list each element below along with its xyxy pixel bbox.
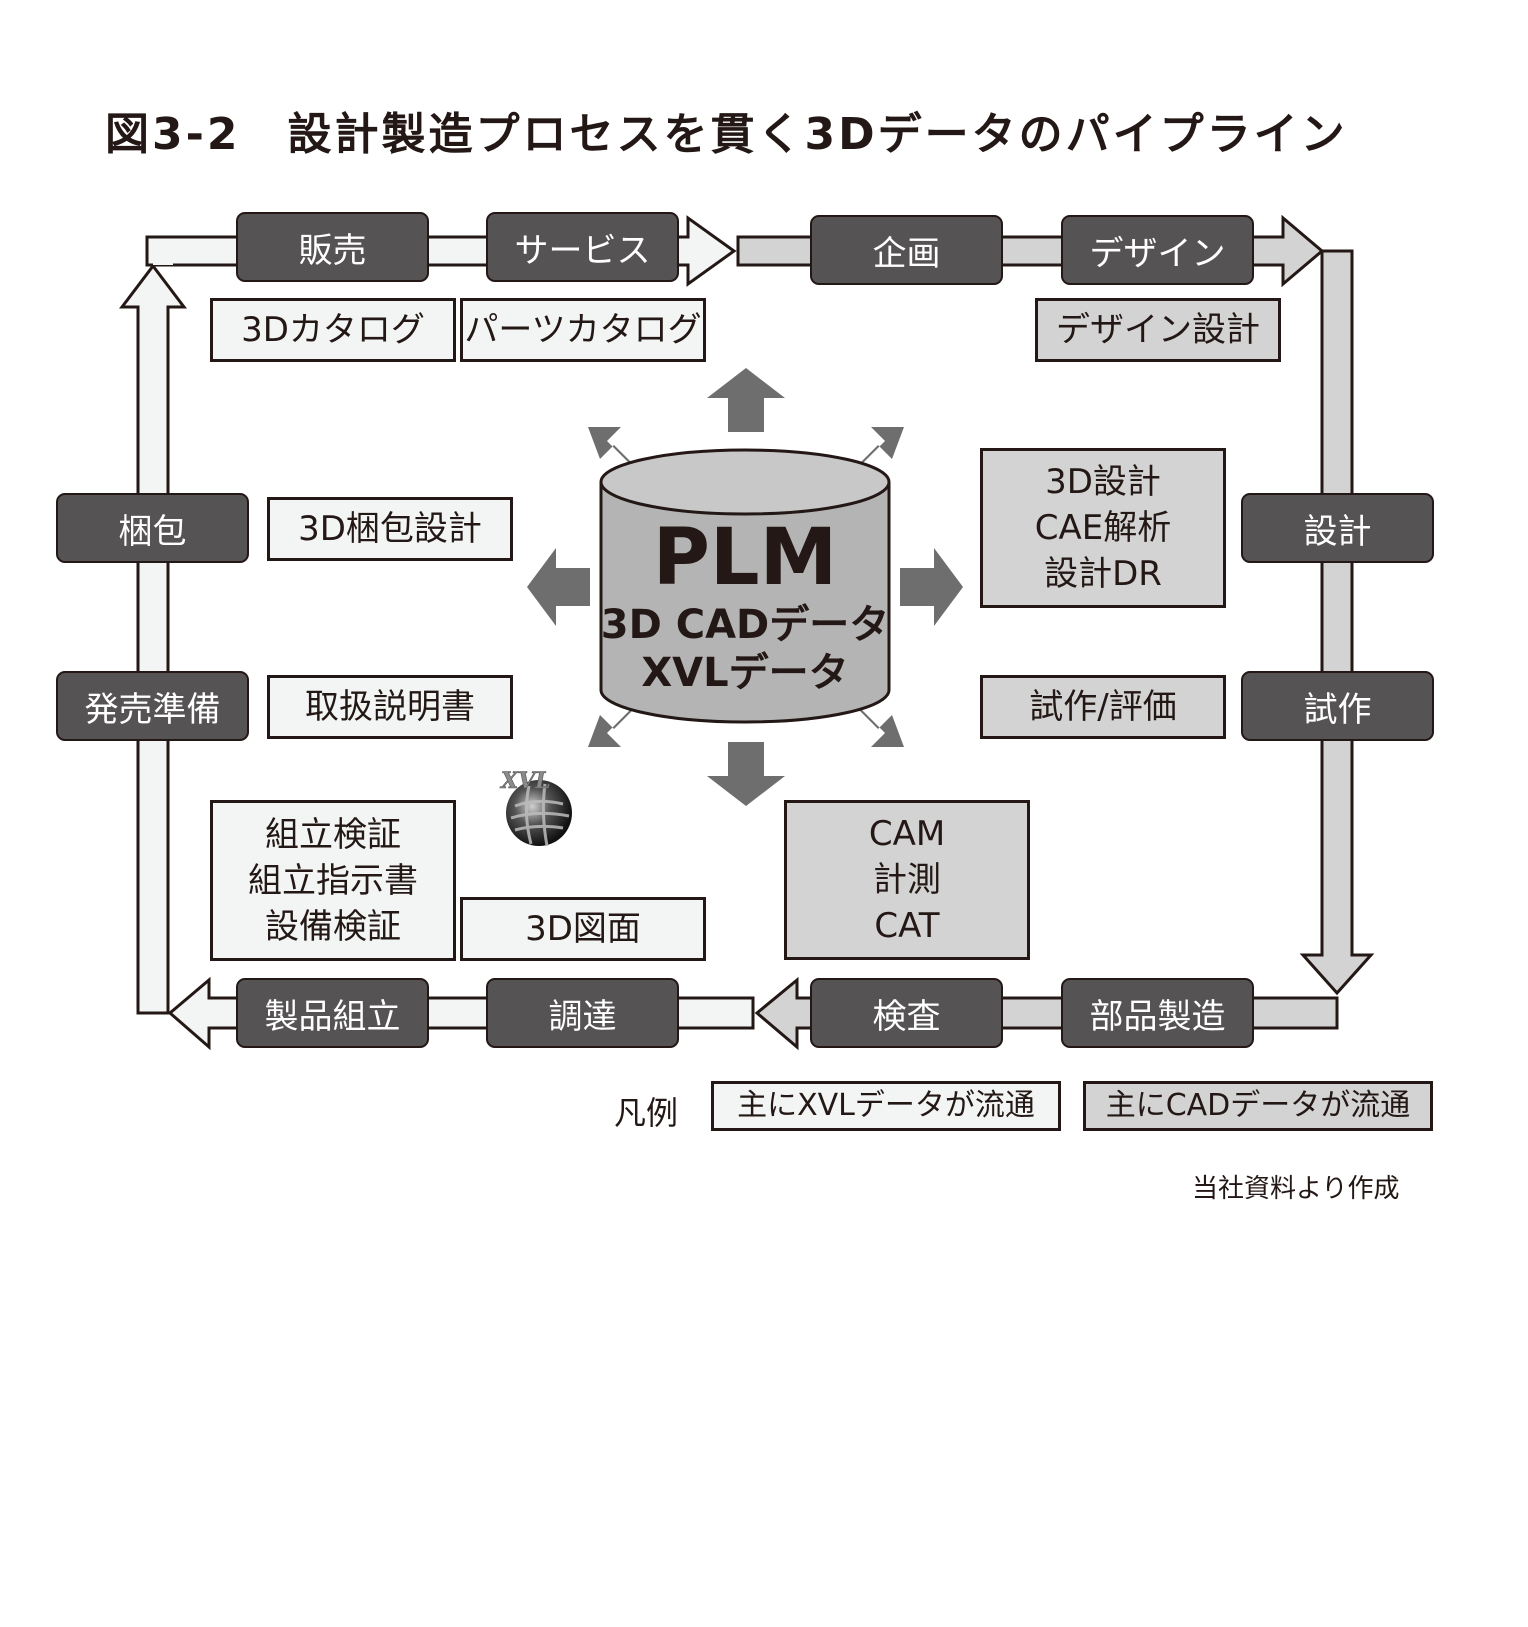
activity-assembly-group: 組立検証 組立指示書 設備検証 xyxy=(210,800,456,961)
step-label: 検査 xyxy=(872,996,941,1037)
step-prototype: 試作 xyxy=(1241,671,1434,741)
plm-label: PLM 3D CADデータ XVLデータ xyxy=(595,515,895,697)
step-label: 製品組立 xyxy=(264,996,401,1037)
activity-line: CAT xyxy=(874,906,940,946)
flow-corner-top-left xyxy=(153,237,173,265)
step-design: デザイン xyxy=(1061,215,1254,285)
step-label: 試作 xyxy=(1303,689,1372,730)
figure-title: 図3-2 設計製造プロセスを貫く3Dデータのパイプライン xyxy=(105,109,1348,160)
legend-xvl-text: 主にXVLデータが流通 xyxy=(737,1088,1035,1123)
activity-cam-group: CAM 計測 CAT xyxy=(784,800,1030,960)
plm-radiating-arrows xyxy=(527,368,963,806)
activity-line: 取扱説明書 xyxy=(305,687,475,727)
legend-label: 凡例 xyxy=(614,1094,679,1132)
plm-arrow-left xyxy=(527,548,590,626)
logo-text: XVL xyxy=(499,768,551,794)
activity-3d-catalog: 3Dカタログ xyxy=(210,298,456,362)
plm-line-cad: 3D CADデータ xyxy=(600,602,890,648)
step-planning: 企画 xyxy=(810,215,1003,285)
step-label: デザイン xyxy=(1089,233,1226,274)
plm-line-xvl: XVLデータ xyxy=(641,650,849,696)
plm-arrow-down-left xyxy=(588,704,639,747)
activity-packaging-design: 3D梱包設計 xyxy=(267,497,513,561)
step-launch-prep: 発売準備 xyxy=(56,671,249,741)
plm-database-cylinder xyxy=(599,448,891,724)
activity-line: 試作/評価 xyxy=(1029,687,1177,727)
activity-line: 3D設計 xyxy=(1045,462,1161,502)
flow-arrow-right-cad xyxy=(1299,249,1375,996)
xvl-globe-logo-icon: XVL xyxy=(499,768,572,847)
activity-line: デザイン設計 xyxy=(1056,310,1260,350)
legend-cad-text: 主にCADデータが流通 xyxy=(1105,1088,1411,1123)
activity-line: 組立指示書 xyxy=(248,860,418,901)
activity-3d-drawing: 3D図面 xyxy=(460,897,706,961)
legend-xvl: 主にXVLデータが流通 xyxy=(711,1081,1061,1131)
step-procurement: 調達 xyxy=(486,978,679,1048)
plm-arrow-right xyxy=(900,548,963,626)
plm-title: PLM xyxy=(652,513,838,603)
activity-line: 設計DR xyxy=(1044,554,1162,594)
step-label: 部品製造 xyxy=(1089,996,1226,1037)
plm-arrow-down xyxy=(707,742,785,806)
activity-line: 3D図面 xyxy=(525,909,641,949)
activity-line: CAE解析 xyxy=(1034,508,1172,548)
activity-line: 計測 xyxy=(873,860,941,900)
step-packaging: 梱包 xyxy=(56,493,249,563)
step-parts-manufacturing: 部品製造 xyxy=(1061,978,1254,1048)
plm-arrow-up xyxy=(707,368,785,432)
activity-design-engineering: デザイン設計 xyxy=(1035,298,1281,362)
activity-line: 3Dカタログ xyxy=(241,310,425,350)
step-service: サービス xyxy=(486,212,679,282)
step-label: 調達 xyxy=(548,996,617,1037)
plm-arrow-up-left xyxy=(588,427,639,470)
activity-line: CAM xyxy=(868,814,946,854)
activity-line: パーツカタログ xyxy=(464,310,702,350)
source-credit: 当社資料より作成 xyxy=(1192,1174,1400,1204)
step-label: 発売準備 xyxy=(84,689,221,730)
step-engineering: 設計 xyxy=(1241,493,1434,563)
step-assembly: 製品組立 xyxy=(236,978,429,1048)
step-inspection: 検査 xyxy=(810,978,1003,1048)
step-label: 設計 xyxy=(1303,511,1372,552)
flow-arrow-left-xvl xyxy=(118,263,188,1015)
plm-arrow-down-right xyxy=(853,704,904,747)
step-label: 梱包 xyxy=(118,511,187,552)
activity-line: 設備検証 xyxy=(265,906,401,947)
activity-manual: 取扱説明書 xyxy=(267,675,513,739)
step-sales: 販売 xyxy=(236,212,429,282)
activity-engineering-detail: 3D設計 CAE解析 設計DR xyxy=(980,448,1226,608)
legend-cad: 主にCADデータが流通 xyxy=(1083,1081,1433,1131)
activity-prototype-eval: 試作/評価 xyxy=(980,675,1226,739)
activity-line: 組立検証 xyxy=(265,814,401,855)
plm-arrow-up-right xyxy=(853,427,904,470)
step-label: 販売 xyxy=(298,230,367,271)
activity-line: 3D梱包設計 xyxy=(298,509,482,549)
step-label: サービス xyxy=(514,230,651,271)
step-label: 企画 xyxy=(872,233,941,274)
activity-parts-catalog: パーツカタログ xyxy=(460,298,706,362)
